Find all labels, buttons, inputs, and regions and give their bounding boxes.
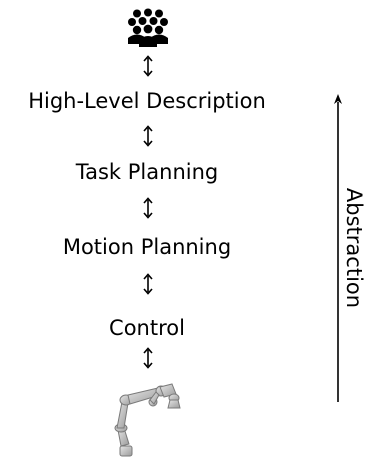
- level-control: Control: [109, 316, 185, 340]
- abstraction-axis-label: Abstraction: [342, 187, 366, 309]
- level-motion-planning: Motion Planning: [62, 235, 232, 259]
- abstraction-axis-arrow: [334, 94, 342, 402]
- double-arrow-icon: [143, 197, 153, 219]
- double-arrow-icon: [143, 273, 153, 295]
- robot-arm-icon: [114, 383, 181, 457]
- double-arrow-icon: [143, 55, 153, 77]
- double-arrow-icon: [143, 125, 153, 147]
- people-group-icon: [128, 8, 168, 47]
- level-high-level-description: High-Level Description: [28, 89, 266, 113]
- double-arrow-icon: [143, 347, 153, 369]
- level-task-planning: Task Planning: [75, 160, 219, 184]
